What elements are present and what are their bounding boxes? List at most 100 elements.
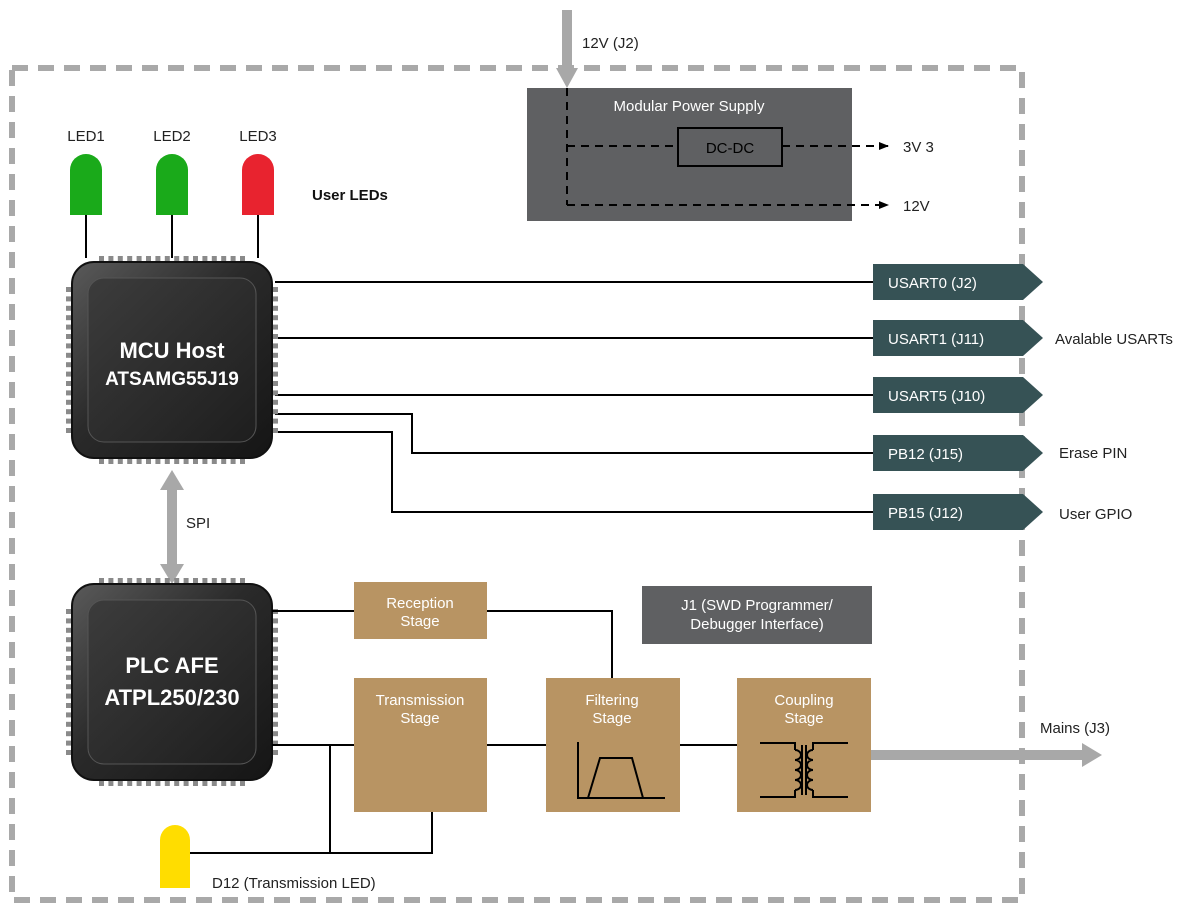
chip-pin [117, 256, 123, 265]
chip-pin [66, 428, 75, 433]
power-input-label: 12V (J2) [582, 35, 639, 52]
chip-pin [66, 305, 75, 311]
led3-icon [242, 154, 274, 258]
chip-pin [269, 740, 278, 746]
port-usart0-label: USART0 (J2) [888, 275, 977, 292]
mains-label: Mains (J3) [1040, 720, 1110, 737]
chip-pin [221, 455, 227, 464]
chip-pin [211, 455, 217, 464]
chip-pin [211, 777, 217, 786]
chip-pin [66, 627, 75, 633]
spi-label: SPI [186, 515, 210, 532]
chip-pin [66, 287, 75, 292]
chip-pin [66, 740, 75, 746]
chip-pin [202, 777, 208, 786]
chip-pin [146, 578, 151, 587]
chip-pin [66, 399, 75, 405]
led2-label: LED2 [153, 128, 191, 145]
chip-pin [193, 777, 198, 786]
chip-pin [211, 578, 217, 587]
chip-pin [66, 371, 75, 377]
chip-pin [66, 703, 75, 708]
chip-pin [66, 352, 75, 358]
chip-pin [164, 777, 170, 786]
chip-pin [269, 712, 278, 718]
chip-pin [155, 578, 161, 587]
dcdc-label: DC-DC [706, 140, 754, 157]
chip-pin [269, 287, 278, 292]
swd-line1: J1 (SWD Programmer/ [681, 597, 834, 614]
transmission-stage-line2: Stage [400, 710, 439, 727]
port-usart5-label: USART5 (J10) [888, 388, 985, 405]
chip-pin [230, 455, 236, 464]
mcu-title: MCU Host [119, 338, 225, 363]
chip-pin [269, 315, 278, 321]
chip-pin [146, 455, 151, 464]
port-pb15: PB15 (J12) [873, 494, 1043, 530]
chip-pin [66, 409, 75, 415]
chip-pin [183, 455, 189, 464]
chip-pin [66, 609, 75, 614]
available-usarts-label: Avalable USARTs [1055, 331, 1173, 348]
chip-pin [127, 256, 133, 265]
filtering-stage [546, 678, 680, 812]
power-supply-title: Modular Power Supply [614, 98, 765, 115]
chip-pin [66, 324, 75, 330]
chip-pin [174, 455, 180, 464]
chip-pin [117, 777, 123, 786]
chip-pin [66, 750, 75, 755]
chip-pin [66, 390, 75, 396]
chip-pin [269, 305, 278, 311]
chip-pin [155, 455, 161, 464]
led1-icon [70, 154, 102, 258]
chip-pin [174, 777, 180, 786]
chip-pin [164, 578, 170, 587]
chip-pin [269, 684, 278, 690]
coupling-stage [737, 678, 871, 812]
chip-pin [269, 721, 278, 727]
bandpass-filter-icon [577, 742, 665, 799]
reception-stage [354, 582, 487, 639]
transmission-stage-line1: Transmission [376, 692, 465, 709]
chip-pin [174, 578, 180, 587]
chip-pin [164, 256, 170, 265]
chip-pin [240, 578, 245, 587]
chip-pin [108, 777, 114, 786]
chip-pin [66, 665, 75, 671]
chip-pin [108, 256, 114, 265]
chip-pin [66, 646, 75, 652]
transmission-led-label: D12 (Transmission LED) [212, 875, 376, 892]
chip-pin [99, 455, 104, 464]
chip-pin [269, 418, 278, 424]
chip-pin [99, 777, 104, 786]
chip-pin [269, 665, 278, 671]
chip-pin [269, 618, 278, 624]
chip-pin [66, 721, 75, 727]
chip-pin [127, 578, 133, 587]
chip-pin [66, 637, 75, 643]
chip-pin [230, 578, 236, 587]
user-leds-label: User LEDs [312, 187, 388, 204]
chip-pin [146, 777, 151, 786]
chip-pin [221, 777, 227, 786]
port-pb12: PB12 (J15) [873, 435, 1043, 471]
filtering-stage-line1: Filtering [585, 692, 638, 709]
chip-pin [66, 674, 75, 680]
power-output-12v: 12V [903, 198, 930, 215]
chip-pin [155, 777, 161, 786]
transformer-icon [760, 742, 848, 798]
spi-arrow [160, 470, 184, 584]
chip-pin [136, 256, 142, 265]
chip-pin [269, 296, 278, 302]
chip-pin [66, 712, 75, 718]
chip-pin [230, 256, 236, 265]
filtering-stage-line2: Stage [592, 710, 631, 727]
chip-pin [99, 256, 104, 265]
led3-label: LED3 [239, 128, 277, 145]
coupling-stage-line1: Coupling [774, 692, 833, 709]
chip-pin [127, 455, 133, 464]
chip-pin [240, 777, 245, 786]
chip-pin [164, 455, 170, 464]
chip-pin [117, 455, 123, 464]
